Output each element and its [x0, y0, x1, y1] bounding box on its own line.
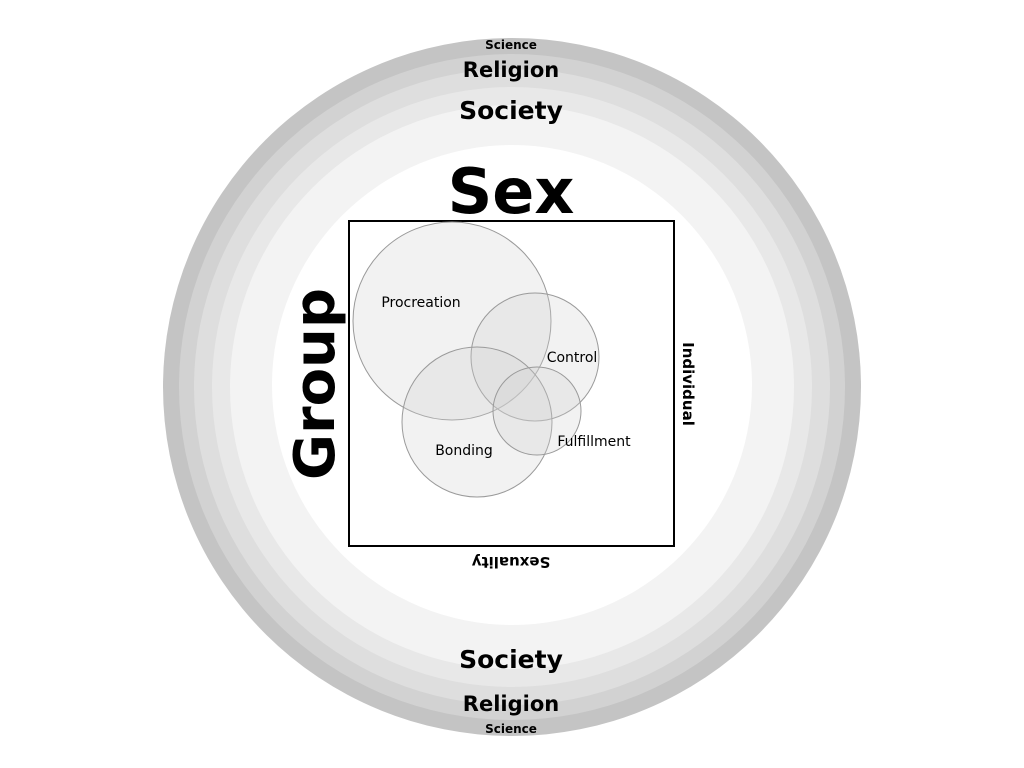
- venn-label-control: Control: [547, 350, 598, 366]
- ring-label-religion-bottom: Religion: [463, 692, 559, 716]
- venn-circle-bonding: [401, 346, 553, 498]
- venn-label-fulfillment: Fulfillment: [557, 434, 631, 450]
- ring-label-science-top: Science: [485, 38, 537, 52]
- venn-circle-control: [470, 292, 600, 422]
- sex-box: [348, 220, 675, 547]
- ring-label-society-top: Society: [459, 96, 563, 125]
- box-title-sex: Sex: [448, 155, 575, 228]
- box-label-sexuality: Sexuality: [471, 553, 550, 571]
- ring-label-society-bottom: Society: [459, 645, 563, 674]
- venn-label-bonding: Bonding: [435, 443, 493, 459]
- box-label-group: Group: [283, 288, 348, 480]
- ring-label-science-bottom: Science: [485, 722, 537, 736]
- box-label-individual: Individual: [679, 342, 697, 426]
- venn-circle-procreation: [352, 221, 552, 421]
- venn-label-procreation: Procreation: [381, 295, 460, 311]
- venn-circle-fulfillment: [492, 366, 582, 456]
- venn-group: [352, 221, 600, 498]
- ring-label-religion-top: Religion: [463, 58, 559, 82]
